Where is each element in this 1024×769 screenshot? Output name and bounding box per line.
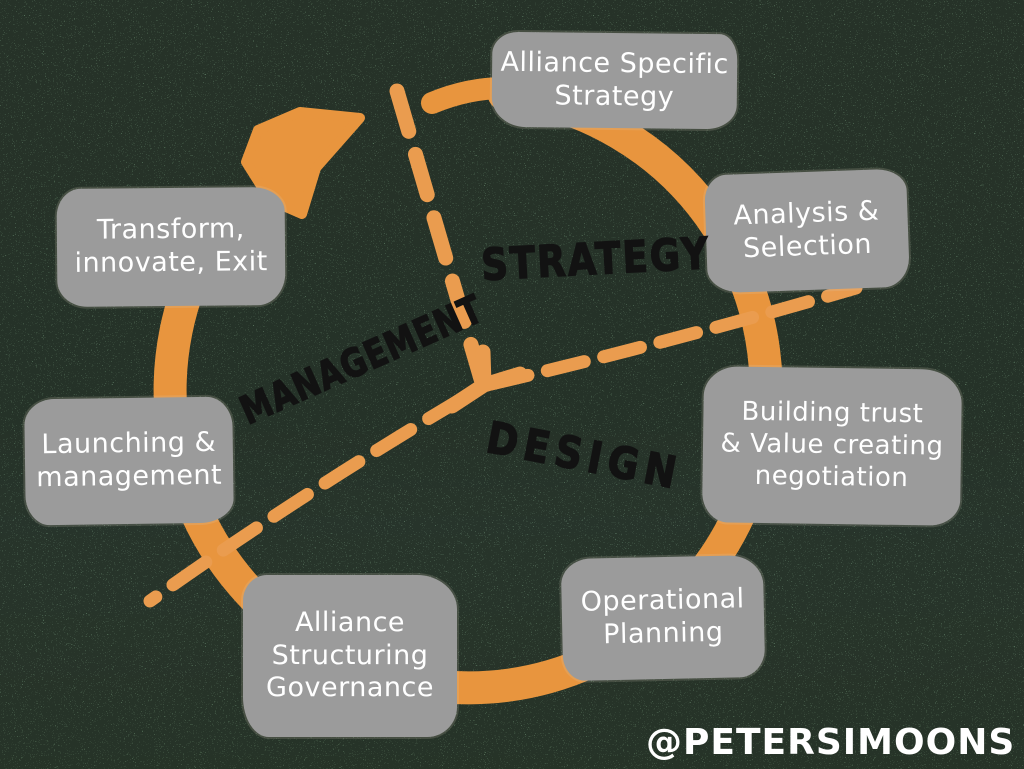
- node-label: Building trust & Value creating negotiat…: [720, 397, 944, 493]
- node-analysis-selection: Analysis & Selection: [704, 168, 910, 294]
- node-label: Launching & management: [36, 426, 223, 494]
- node-label: Operational Planning: [580, 583, 745, 651]
- node-building-trust-value-negotiation: Building trust & Value creating negotiat…: [701, 366, 963, 526]
- node-label: Analysis & Selection: [732, 195, 880, 265]
- node-label: Alliance Specific Strategy: [500, 46, 729, 113]
- watermark-petersimoons: @PETERSIMOONS: [646, 722, 1016, 763]
- node-launching-management: Launching & management: [24, 396, 234, 526]
- divider-junction: [444, 344, 528, 414]
- node-alliance-structuring-governance: Alliance Structuring Governance: [243, 575, 457, 737]
- node-label: Transform, innovate, Exit: [74, 213, 268, 279]
- node-label: Alliance Structuring Governance: [266, 606, 434, 704]
- node-transform-innovate-exit: Transform, innovate, Exit: [56, 187, 286, 307]
- node-operational-planning: Operational Planning: [560, 554, 766, 682]
- node-alliance-specific-strategy: Alliance Specific Strategy: [491, 31, 738, 130]
